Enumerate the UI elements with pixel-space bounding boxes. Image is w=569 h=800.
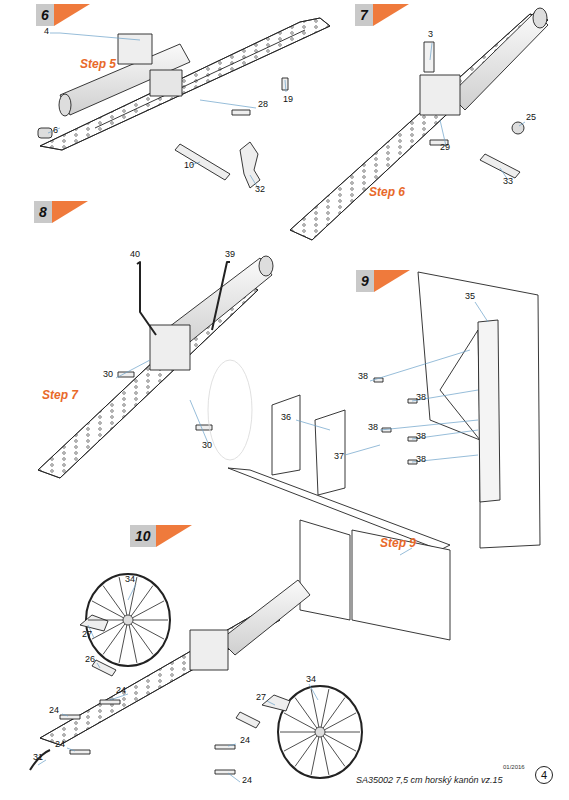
- step-number: 6: [41, 7, 49, 23]
- step-flag: 7: [355, 4, 373, 26]
- callout-number: 37: [334, 452, 344, 461]
- callout-number: 38: [416, 432, 426, 441]
- callout-number: 38: [358, 372, 368, 381]
- callout-number: 6: [53, 126, 58, 135]
- panel-8: [38, 256, 273, 478]
- step-number: 4: [541, 769, 547, 781]
- panel-9: [272, 272, 540, 548]
- callout-number: 38: [368, 423, 378, 432]
- step-reference: Step 5: [80, 58, 116, 70]
- callout-number: 38: [416, 455, 426, 464]
- step-number: 8: [39, 204, 47, 220]
- callout-number: 25: [526, 113, 536, 122]
- page-number: 4: [535, 766, 553, 784]
- callout-number: 33: [503, 177, 513, 186]
- callout-number: 4: [44, 27, 49, 36]
- callout-number: 31: [33, 753, 43, 762]
- callout-number: 39: [225, 250, 235, 259]
- callout-number: 26: [85, 655, 95, 664]
- print-date: 01/2016: [503, 764, 525, 770]
- callout-number: 27: [256, 693, 266, 702]
- callout-number: 34: [125, 575, 135, 584]
- flag-triangle: [156, 525, 192, 547]
- callout-number: 30: [202, 441, 212, 450]
- step-reference: Step 7: [42, 389, 78, 401]
- step-flag: 6: [36, 4, 54, 26]
- callout-number: 32: [255, 185, 265, 194]
- panel-10: [30, 468, 450, 778]
- callout-number: 24: [116, 686, 126, 695]
- step-number: 7: [360, 7, 368, 23]
- callout-number: 24: [49, 706, 59, 715]
- callout-number: 34: [306, 675, 316, 684]
- step-flag: 10: [130, 525, 156, 547]
- step-reference: Step 9: [380, 537, 416, 549]
- callout-number: 36: [281, 413, 291, 422]
- kit-title: SA35002 7,5 cm horský kanón vz.15: [356, 776, 503, 785]
- flag-triangle: [374, 270, 410, 292]
- callout-number: 19: [283, 95, 293, 104]
- step-number: 10: [135, 528, 151, 544]
- callout-number: 27: [82, 630, 92, 639]
- step-reference: Step 6: [369, 186, 405, 198]
- step-number: 9: [361, 273, 369, 289]
- panel-6: [38, 18, 330, 188]
- callout-number: 24: [55, 740, 65, 749]
- flag-triangle: [373, 4, 409, 26]
- callout-number: 3: [428, 30, 433, 39]
- callout-number: 28: [258, 100, 268, 109]
- callout-number: 10: [184, 161, 194, 170]
- callout-number: 24: [240, 736, 250, 745]
- step-flag: 8: [34, 201, 52, 223]
- flag-triangle: [54, 4, 90, 26]
- callout-number: 35: [465, 292, 475, 301]
- callout-number: 30: [103, 370, 113, 379]
- callout-number: 24: [242, 776, 252, 785]
- callout-number: 38: [416, 393, 426, 402]
- flag-triangle: [52, 201, 88, 223]
- panel-7: [290, 8, 548, 240]
- callout-number: 29: [440, 143, 450, 152]
- callout-number: 40: [130, 250, 140, 259]
- step-flag: 9: [356, 270, 374, 292]
